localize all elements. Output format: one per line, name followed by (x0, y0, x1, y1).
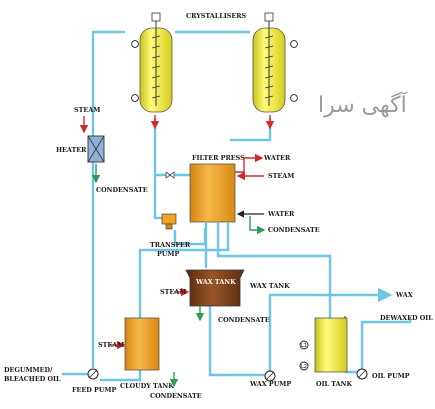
heater-condensate-label: CONDENSATE (96, 186, 148, 194)
oil-tank-label: OIL TANK (316, 380, 352, 388)
level-l1-label: L1 (301, 343, 307, 349)
transfer-pump (161, 213, 177, 230)
filter-press-condensate-line (249, 216, 266, 235)
heater-steam-label: STEAM (74, 106, 100, 114)
oil-pump-label: OIL PUMP (372, 372, 410, 380)
wax-tank: WAX TANK (185, 269, 245, 307)
crystallisers-label: CRYSTALLISERS (186, 12, 247, 20)
wax-tank-steam-label: STEAM (160, 288, 186, 296)
crystalliser-left (131, 12, 173, 113)
dewaxed-oil-label: DEWAXED OIL (380, 314, 433, 322)
transfer-pump-label-2: PUMP (157, 250, 179, 258)
heater-label: HEATER (56, 146, 87, 154)
oil-pump (356, 368, 368, 380)
feed-pump (87, 368, 99, 380)
level-l2-label: L2 (301, 364, 307, 370)
inlet-valve-icon (165, 171, 175, 179)
level-gauge-l1 (299, 340, 309, 350)
cloudy-tank-condensate-label: CONDENSATE (150, 392, 202, 400)
crystalliser-right (252, 12, 298, 113)
wax-pump (264, 370, 276, 382)
feed-in-label-1: DEGUMMED/ (4, 366, 53, 374)
oil-tank (314, 317, 348, 373)
filter-press-condensate-label: CONDENSATE (268, 226, 320, 234)
water-top-label: WATER (263, 154, 291, 162)
wax-tank-condensate-label: CONDENSATE (218, 316, 270, 324)
cloudy-tank (124, 317, 160, 371)
cloudy-tank-steam-label: STEAM (98, 341, 124, 349)
wax-outlet-label: WAX (395, 291, 413, 299)
wax-pump-label: WAX PUMP (249, 380, 291, 388)
feed-in-label-2: BLEACHED OIL (4, 375, 61, 383)
transfer-pump-label-1: TRANSFER (150, 241, 191, 249)
wax-tank-label: WAX TANK (249, 282, 290, 290)
process-pipes (62, 30, 412, 382)
filter-press-steam-label: STEAM (268, 172, 294, 180)
filter-press-label: FILTER PRESS (192, 154, 245, 162)
cloudy-tank-label: CLOUDY TANK (120, 382, 174, 390)
heater (87, 135, 105, 163)
watermark: آگهی سرا (318, 91, 408, 118)
feed-pump-label: FEED PUMP (72, 386, 116, 394)
level-gauge-l2 (299, 361, 309, 371)
water-bottom-label: WATER (267, 210, 295, 218)
filter-press (189, 163, 236, 223)
wax-tank-inner-label: WAX TANK (195, 278, 236, 286)
